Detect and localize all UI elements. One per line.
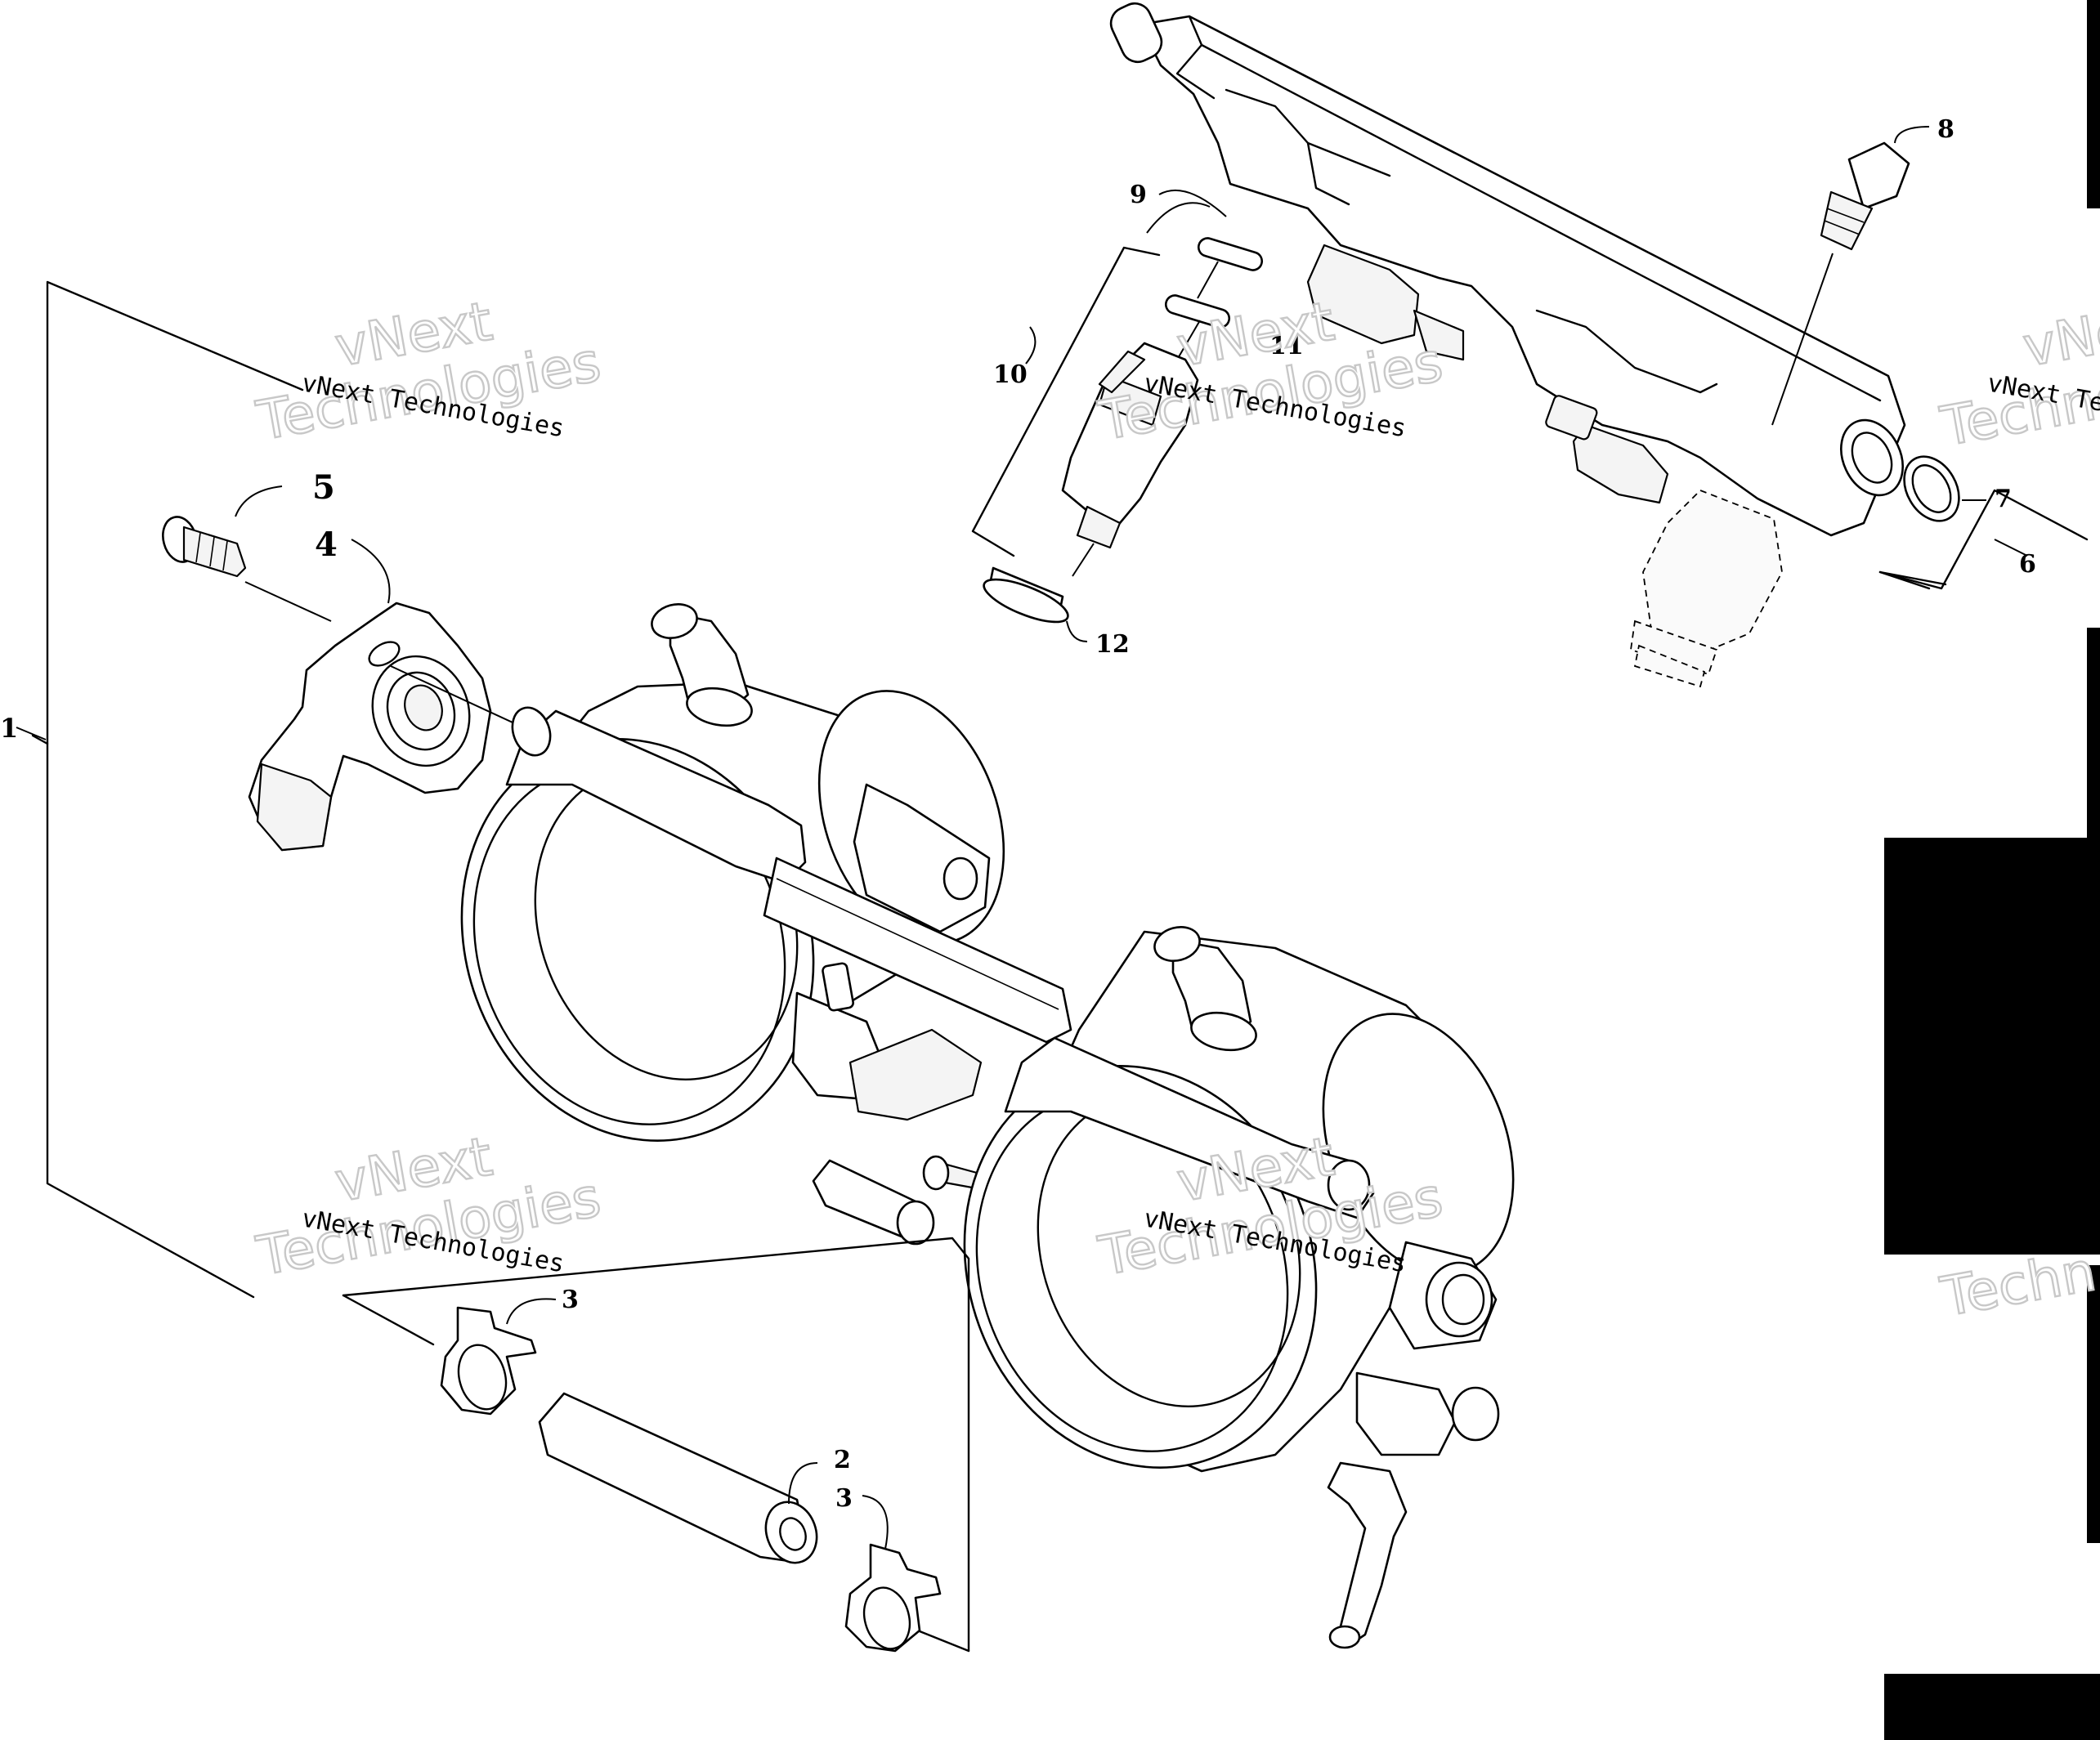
fuel-injector-10: [1061, 342, 1199, 577]
callout-numbers: 1 2 3 3 4 5 6 7 8 9 10 11 12: [0, 115, 2036, 1513]
callout-5: 5: [312, 468, 335, 507]
bracket-6: [1878, 489, 2089, 590]
bracket-10: [971, 246, 1161, 557]
twin-throttle-body: [460, 603, 1515, 1649]
hose-and-clamps: [342, 1237, 970, 1653]
callout-6: 6: [2019, 550, 2036, 579]
throttle-position-sensor-4: [248, 602, 492, 852]
callout-2: 2: [834, 1446, 851, 1474]
callout-1: 1: [0, 713, 18, 744]
o-ring-7: [1903, 455, 1960, 522]
callout-7: 7: [1995, 485, 2012, 513]
edge-bars: [1884, 0, 2100, 1740]
o-rings-9-11: [1164, 237, 1264, 360]
callout-10: 10: [993, 360, 1028, 389]
callout-leaders: [16, 126, 2028, 1550]
assembly-bracket-1: [31, 280, 304, 1299]
callout-4: 4: [315, 526, 338, 564]
callout-3-upper: 3: [562, 1286, 579, 1314]
callout-8: 8: [1937, 115, 1954, 144]
screw-8: [1771, 141, 1910, 426]
callout-12: 12: [1095, 630, 1130, 659]
callout-3-lower: 3: [835, 1484, 853, 1513]
watermark-edge-big-top: vNext: [2018, 289, 2100, 378]
seal-12: [983, 566, 1069, 624]
screw-5: [162, 516, 524, 728]
callout-9: 9: [1130, 181, 1147, 209]
callout-11: 11: [1269, 332, 1304, 360]
fuel-rail-assembly: [1109, 2, 1906, 688]
